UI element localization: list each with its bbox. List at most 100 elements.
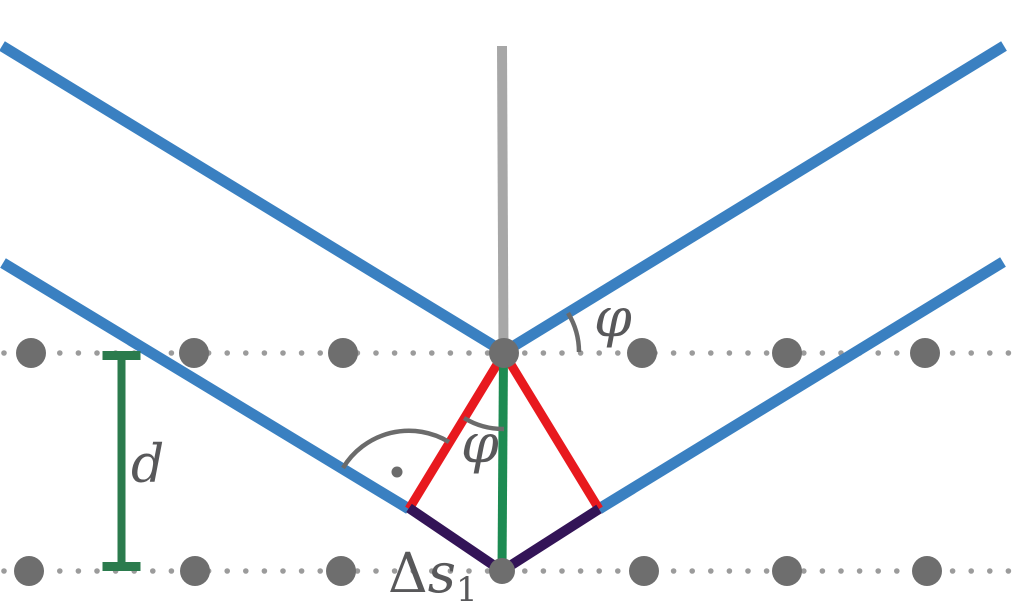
perpendicular-line-left [405, 350, 508, 512]
lattice-dot [466, 350, 472, 356]
lattice-dot [466, 568, 472, 574]
lattice-dot [708, 568, 714, 574]
lattice-dot [670, 568, 677, 574]
lattice-dot [875, 568, 881, 574]
lattice-dot [726, 350, 733, 356]
lattice-dot [577, 568, 584, 574]
lattice-dot [280, 350, 286, 356]
lattice-dot [298, 350, 305, 356]
lattice-dot [94, 568, 100, 574]
lattice-dot [596, 350, 602, 356]
lattice-dot [987, 350, 993, 356]
lattice-dot [801, 350, 807, 356]
lattice-dot [763, 568, 770, 574]
angle-phi-top-label: φ [594, 286, 632, 349]
lattice-dot [763, 350, 770, 356]
lattice-dot [373, 350, 379, 356]
lattice-dot [373, 568, 379, 574]
lattice-dot [243, 350, 249, 356]
angle-phi-bottom-label: φ [461, 412, 499, 475]
lattice-dot [949, 568, 956, 574]
angle-arc-bottom-phi [462, 416, 505, 432]
lattice-dot [94, 350, 100, 356]
d-bracket [102, 351, 141, 571]
surface-normal-line [497, 45, 509, 353]
lattice-dot [75, 350, 82, 356]
lattice-dot [447, 568, 454, 574]
reflected-ray-lower [596, 257, 1006, 514]
lattice-dot [75, 568, 82, 574]
atom-top-row [772, 338, 802, 368]
lattice-dot [615, 350, 621, 356]
lattice-dot [168, 350, 175, 356]
lattice-dot [298, 568, 305, 574]
reflected-ray-upper [501, 41, 1007, 357]
atom-top-row [179, 338, 209, 368]
lattice-dot [410, 568, 417, 574]
atom-bottom-row [629, 556, 659, 586]
lattice-dot [484, 568, 491, 574]
lattice-dot [1005, 568, 1012, 574]
lattice-dot [708, 350, 714, 356]
lattice-dot [410, 350, 417, 356]
atom-top-row [16, 338, 46, 368]
lattice-dot [280, 568, 286, 574]
atom-top-row [627, 338, 657, 368]
plane-spacing-line [497, 352, 508, 572]
path-difference-segment-left [406, 503, 505, 576]
lattice-dot [968, 350, 974, 356]
lattice-dot [856, 568, 863, 574]
lattice-dot [726, 568, 733, 574]
lattice-dot [894, 350, 900, 356]
lattice-dot [522, 350, 528, 356]
lattice-atoms [14, 338, 942, 586]
lattice-dot [540, 350, 547, 356]
lattice-dot [1, 350, 7, 356]
lattice-dot [57, 350, 63, 356]
lattice-dot [540, 568, 547, 574]
lattice-dot [150, 568, 156, 574]
path-difference-label: Δs1 [388, 541, 478, 606]
d-bracket-stem [117, 353, 126, 568]
lattice-dot [615, 568, 621, 574]
lattice-dot [987, 568, 993, 574]
lattice-dot [801, 568, 807, 574]
lattice-dot [317, 568, 324, 574]
lattice-dot [819, 568, 826, 574]
lattice-dot [875, 350, 881, 356]
lattice-dot [745, 350, 751, 356]
lattice-dot [968, 568, 974, 574]
lattice-dot [391, 568, 398, 574]
s-symbol: s [428, 541, 456, 605]
atom-bottom-row [772, 556, 802, 586]
lattice-dot [1, 568, 7, 574]
atom-bottom-row [14, 556, 44, 586]
lattice-dot [429, 568, 435, 574]
incident-ray-upper [0, 41, 507, 357]
lattice-dot [317, 350, 324, 356]
atom-bottom-row [912, 556, 942, 586]
lattice-dot [745, 568, 751, 574]
lattice-dot [689, 350, 695, 356]
lattice-dot [559, 568, 565, 574]
lattice-dot [670, 350, 677, 356]
lattice-dot [168, 568, 175, 574]
incident-ray-lower [0, 258, 412, 514]
right-angle-arc [341, 428, 451, 470]
lattice-dot [522, 568, 528, 574]
lattice-dot [429, 350, 435, 356]
lattice-dot [354, 568, 361, 574]
lattice-dot [57, 568, 63, 574]
lattice-dot [1005, 350, 1012, 356]
delta-symbol: Δ [388, 541, 428, 605]
lattice-dot [261, 350, 268, 356]
lattice-dot [447, 350, 454, 356]
lattice-dot [689, 568, 695, 574]
lattice-dot [261, 568, 268, 574]
path-difference-segment-right [499, 504, 602, 576]
lattice-dot [596, 568, 602, 574]
lattice-dot [391, 350, 398, 356]
lattice-dot [894, 568, 900, 574]
